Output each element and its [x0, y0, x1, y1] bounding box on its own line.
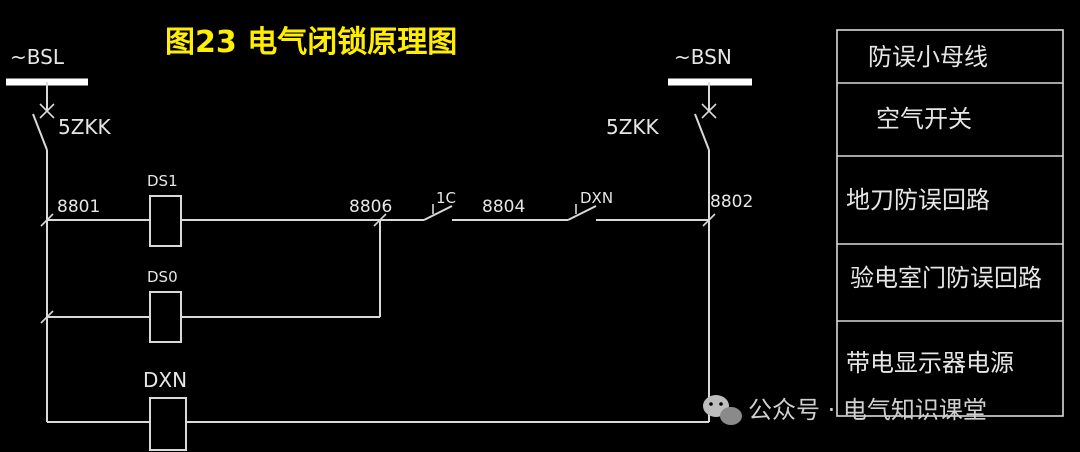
coil-ds0-label: DS0 [147, 268, 178, 286]
contact-1c-label: 1C [436, 189, 456, 207]
bus-left-label: ~BSL [10, 45, 65, 69]
contact-1c-blade [423, 205, 453, 221]
diagram-title: 图23 电气闭锁原理图 [165, 25, 457, 60]
breaker-right-label: 5ZKK [606, 115, 660, 139]
legend-item-1: 防误小母线 [868, 43, 988, 71]
contact-dxn-blade [567, 205, 597, 221]
wechat-icon [703, 395, 742, 425]
coil-dxn [149, 397, 187, 451]
coil-ds0 [149, 291, 182, 343]
node-8801-label: 8801 [57, 197, 100, 217]
legend-table [836, 29, 1064, 417]
breaker-right-cross-b [701, 103, 717, 119]
breaker-left-label: 5ZKK [58, 115, 112, 139]
terminal-8801 [40, 213, 54, 227]
coil-ds1 [149, 195, 182, 247]
bus-right-label: ~BSN [674, 45, 732, 69]
breaker-left-blade [32, 113, 48, 151]
node-8802-label: 8802 [710, 192, 753, 212]
coil-dxn-label: DXN [143, 368, 187, 392]
coil-ds1-label: DS1 [147, 172, 178, 190]
legend-item-3: 地刀防误回路 [846, 186, 990, 214]
legend-item-4: 验电室门防误回路 [850, 264, 1042, 292]
legend-item-2: 空气开关 [876, 105, 972, 133]
breaker-right-blade [694, 113, 710, 151]
breaker-left-cross-b [39, 103, 55, 119]
watermark-text: 公众号 · 电气知识课堂 [748, 396, 987, 424]
contact-dxn-label: DXN [580, 189, 613, 207]
legend-item-5: 带电显示器电源 [846, 349, 1014, 377]
node-8806-label: 8806 [349, 197, 392, 217]
terminal-row2 [40, 310, 54, 324]
node-8804-label: 8804 [482, 197, 525, 217]
